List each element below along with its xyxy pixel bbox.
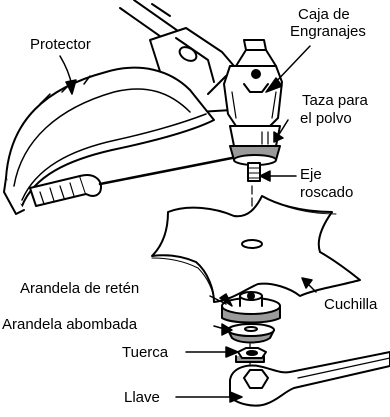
label-shaft-line2: roscado — [300, 184, 354, 201]
label-dust-cup-line2: el polvo — [300, 110, 352, 127]
label-retainer-washer: Arandela de retén — [20, 280, 140, 297]
gearbox — [223, 39, 283, 127]
retainer-washer — [221, 291, 281, 324]
label-gearbox-line2: Engranajes — [290, 23, 366, 40]
label-gearbox-line1: Caja de — [298, 6, 350, 23]
label-protector: Protector — [30, 36, 91, 53]
wrench — [229, 351, 390, 407]
label-cupped-washer: Arandela abombada — [2, 316, 138, 333]
cupped-washer — [227, 323, 275, 344]
blade — [151, 195, 361, 303]
label-blade: Cuchilla — [324, 296, 378, 313]
dust-cup — [229, 125, 281, 166]
protector-guard — [3, 66, 215, 215]
label-dust-cup-line1: Taza para — [302, 92, 368, 109]
nut — [235, 347, 267, 363]
label-shaft-line1: Eje — [300, 166, 322, 183]
leader-lines — [59, 45, 317, 403]
screwdriver — [29, 156, 234, 207]
label-wrench: Llave — [124, 389, 160, 406]
threaded-shaft — [247, 162, 261, 182]
label-nut: Tuerca — [122, 344, 169, 361]
